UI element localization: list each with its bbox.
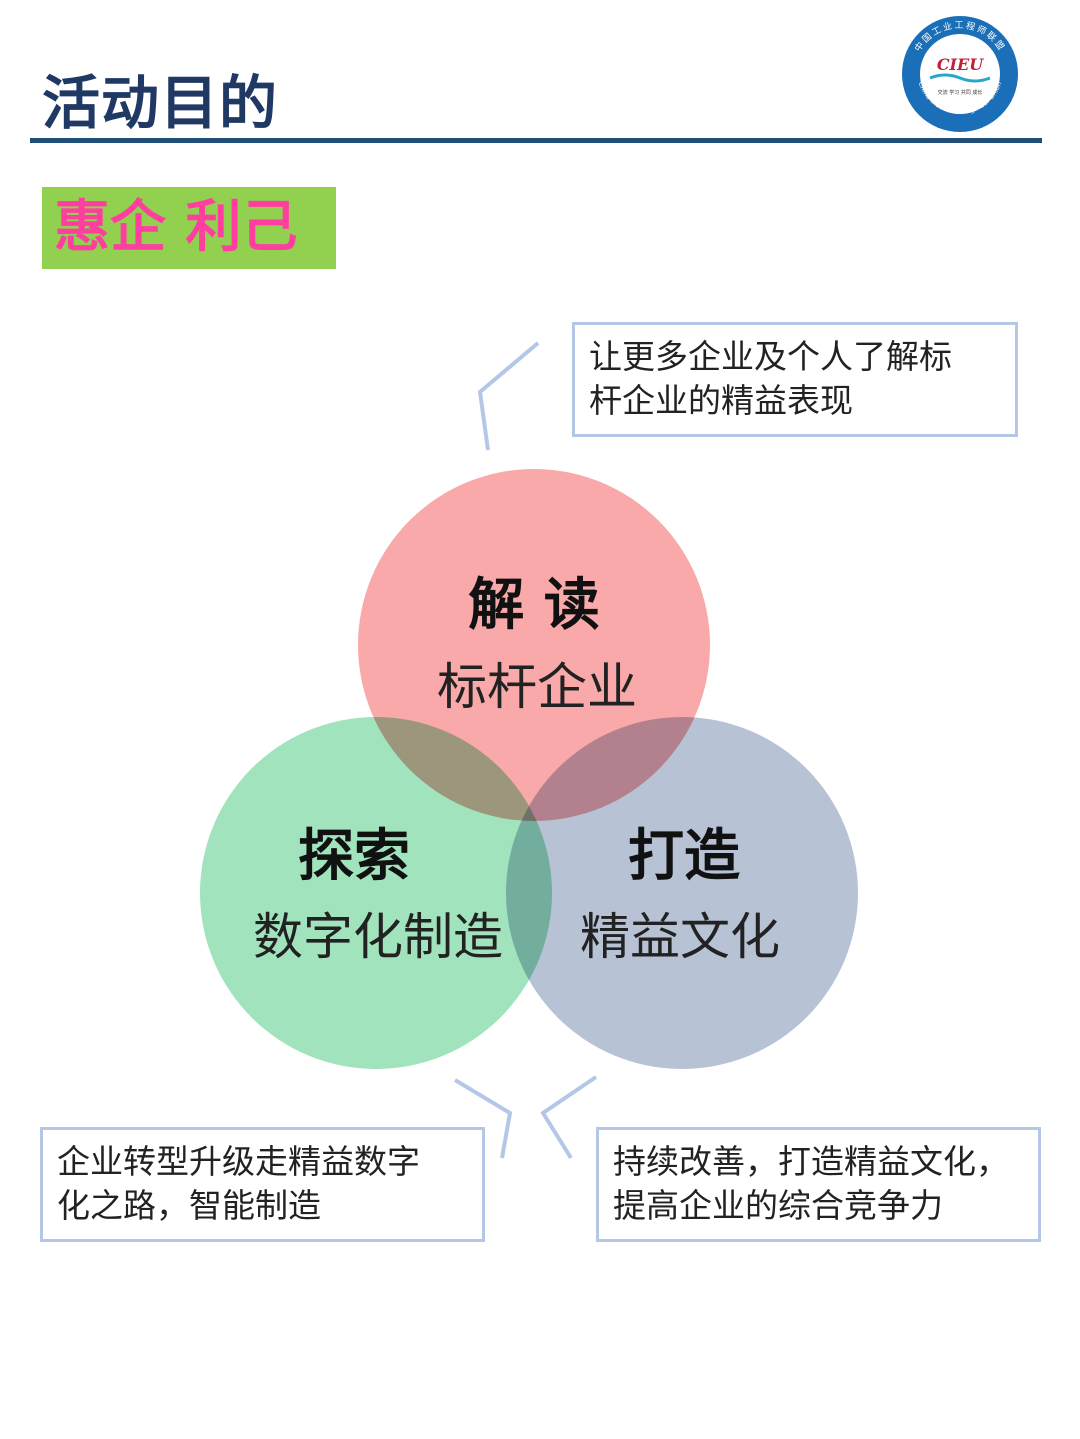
page-title: 活动目的 [42,69,279,137]
tag-label: 惠企 利己 [54,195,298,260]
circle-right-title: 打造 [628,824,740,889]
circle-left [200,717,552,1069]
circle-top-title: 解 读 [468,573,600,638]
callout-top-line-2: 杆企业的精益表现 [589,381,853,420]
circle-left-title: 探索 [298,824,410,889]
callout-top: 让更多企业及个人了解标 杆企业的精益表现 [572,322,1018,437]
callout-top-line-1: 让更多企业及个人了解标 [589,337,952,376]
logo-inner-disc [920,34,1000,114]
callout-left: 企业转型升级走精益数字 化之路，智能制造 [40,1127,485,1242]
circle-right [506,717,858,1069]
callout-right-line-1: 持续改善，打造精益文化， [613,1142,1009,1181]
circle-left-subtitle: 数字化制造 [253,908,503,966]
cieu-logo: 中国工业工程师联盟 China Industrial Engineer Unio… [902,16,1018,132]
tag-badge: 惠企 利己 [42,187,336,269]
title-divider [30,138,1042,143]
circle-right-subtitle: 精益文化 [580,908,780,966]
logo-motto: 交流 学习 共同 成长 [938,89,983,96]
circle-top-subtitle: 标杆企业 [437,658,637,716]
callout-left-line-1: 企业转型升级走精益数字 [57,1142,420,1181]
logo-wordmark: CIEU [937,55,984,74]
callout-right: 持续改善，打造精益文化， 提高企业的综合竞争力 [596,1127,1041,1242]
callout-left-line-2: 化之路，智能制造 [57,1186,321,1225]
logo-wave [929,73,991,83]
callout-right-line-2: 提高企业的综合竞争力 [613,1186,943,1225]
